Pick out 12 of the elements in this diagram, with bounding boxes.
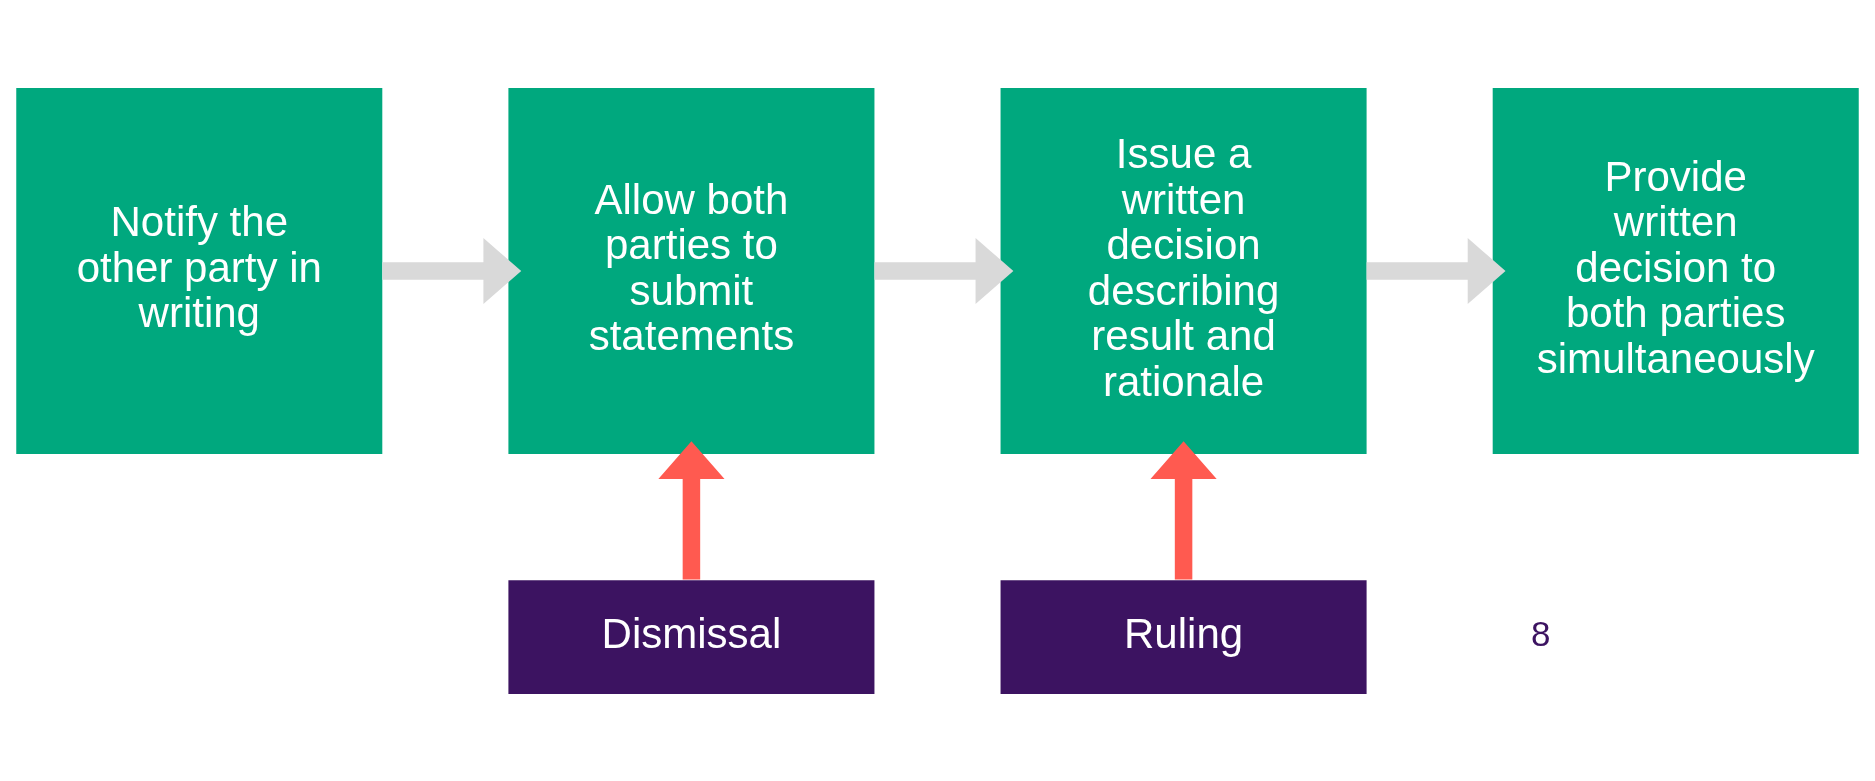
node-box: Provide written decision to both parties simultaneously (1492, 87, 1859, 454)
arrow (658, 440, 725, 579)
node-box: Allow both parties to submit statements (508, 87, 875, 454)
label: 8 (1531, 613, 1551, 653)
node-box: Issue a written decision describing result and rationale (1000, 87, 1367, 454)
arrow (1366, 237, 1506, 304)
arrow (1150, 440, 1217, 579)
node-box: Notify the other party in writing (16, 87, 383, 454)
node-box: Ruling (1000, 579, 1367, 694)
arrow (874, 237, 1014, 304)
node-box: Dismissal (508, 579, 875, 694)
arrow (382, 237, 522, 304)
